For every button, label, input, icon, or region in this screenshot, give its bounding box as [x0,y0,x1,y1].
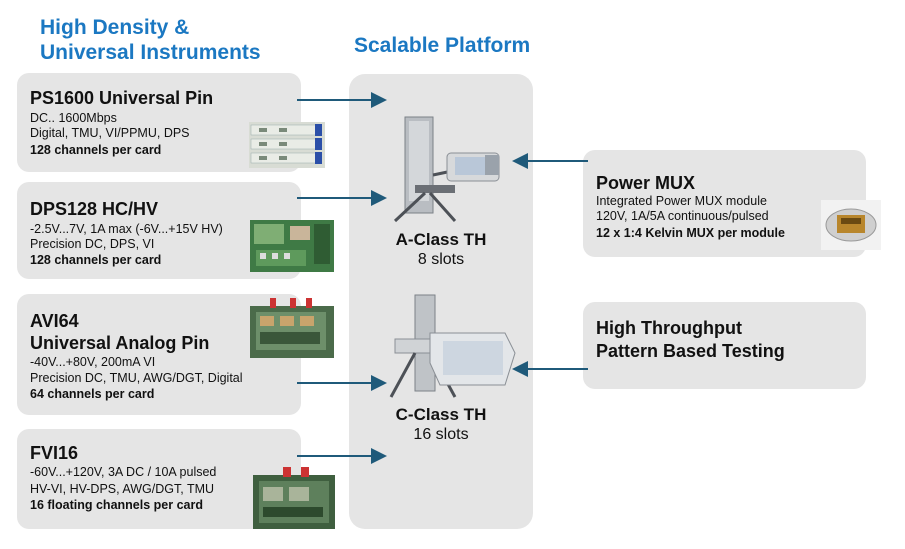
power-mux-box: Power MUX Integrated Power MUX module 12… [583,150,881,257]
dps128-card-image [250,220,334,272]
card-title: PS1600 Universal Pin [30,88,214,108]
avi64-card-image [250,298,334,358]
card-fvi16: FVI16 -60V...+120V, 3A DC / 10A pulsed H… [17,429,335,529]
c-class-slots: 16 slots [413,426,469,443]
card-spec: Precision DC, DPS, VI [30,237,155,251]
center-heading: Scalable Platform [354,34,531,57]
card-spec: Digital, TMU, VI/PPMU, DPS [30,126,190,140]
card-spec: -60V...+120V, 3A DC / 10A pulsed [30,465,217,479]
a-class-title: A-Class TH [395,230,487,249]
a-class-label: A-Class TH 8 slots [361,229,521,270]
card-channels: 128 channels per card [30,253,162,267]
card-spec: DC.. 1600Mbps [30,111,117,125]
card-title: AVI64 [30,311,79,331]
card-spec: Precision DC, TMU, AWG/DGT, Digital [30,371,243,385]
card-spec: -2.5V...7V, 1A max (-6V...+15V HV) [30,222,223,236]
card-dps128: DPS128 HC/HV -2.5V...7V, 1A max (-6V...+… [17,182,334,279]
ps1600-card-image [249,122,325,168]
left-heading: High Density & Universal Instruments [40,15,261,65]
c-class-label: C-Class TH 16 slots [361,404,521,445]
card-title: FVI16 [30,443,79,463]
card-spec: HV-VI, HV-DPS, AWG/DGT, TMU [30,482,215,496]
left-heading-line-2: Universal Instruments [40,41,261,64]
card-title-2: Universal Analog Pin [30,333,210,353]
card-channels: 16 floating channels per card [30,498,203,512]
c-class-tester-image [389,294,516,398]
left-heading-line-1: High Density & [40,16,190,39]
throughput-box: High Throughput Pattern Based Testing [583,302,866,389]
a-class-slots: 8 slots [417,251,465,268]
card-avi64: AVI64 Universal Analog Pin -40V...+80V, … [17,294,334,415]
fvi16-card-image [253,467,335,529]
power-mux-title: Power MUX [596,173,696,193]
c-class-title: C-Class TH [395,405,487,424]
card-ps1600: PS1600 Universal Pin DC.. 1600Mbps Digit… [17,73,325,172]
card-spec: -40V...+80V, 200mA VI [30,355,156,369]
power-mux-channels: 12 x 1:4 Kelvin MUX per module [596,226,785,240]
power-mux-image [821,200,881,250]
card-title: DPS128 HC/HV [30,199,159,219]
throughput-title-line-1: High Throughput [596,318,742,338]
power-mux-spec: 120V, 1A/5A continuous/pulsed [596,209,769,223]
card-channels: 128 channels per card [30,143,162,157]
card-channels: 64 channels per card [30,387,155,401]
power-mux-spec: Integrated Power MUX module [596,194,767,208]
a-class-tester-image [393,116,500,223]
throughput-title-line-2: Pattern Based Testing [596,341,785,361]
